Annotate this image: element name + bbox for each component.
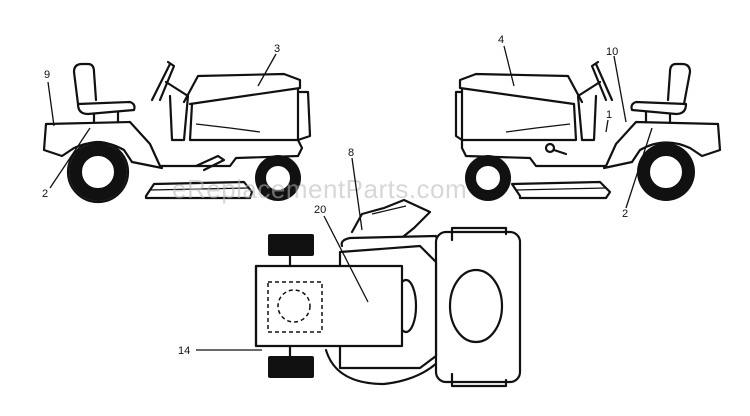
callout-labels: 9 3 2 4 10 1 2 8 20 14 [42, 34, 628, 357]
leader-lines [47, 45, 653, 351]
tractor-top-view [254, 198, 522, 388]
callout-20: 20 [314, 204, 326, 216]
callout-2-right: 2 [622, 208, 628, 220]
callout-10: 10 [606, 46, 618, 58]
callout-4: 4 [498, 34, 504, 46]
callout-3: 3 [274, 43, 280, 55]
tractor-right-side-view [454, 60, 722, 201]
callout-1: 1 [606, 109, 612, 121]
callout-9: 9 [44, 69, 50, 81]
callout-8: 8 [348, 147, 354, 159]
callout-14: 14 [178, 345, 190, 357]
watermark: eReplacementParts.com [172, 174, 467, 204]
callout-2-left: 2 [42, 188, 48, 200]
tractor-left-side-view [42, 60, 312, 204]
